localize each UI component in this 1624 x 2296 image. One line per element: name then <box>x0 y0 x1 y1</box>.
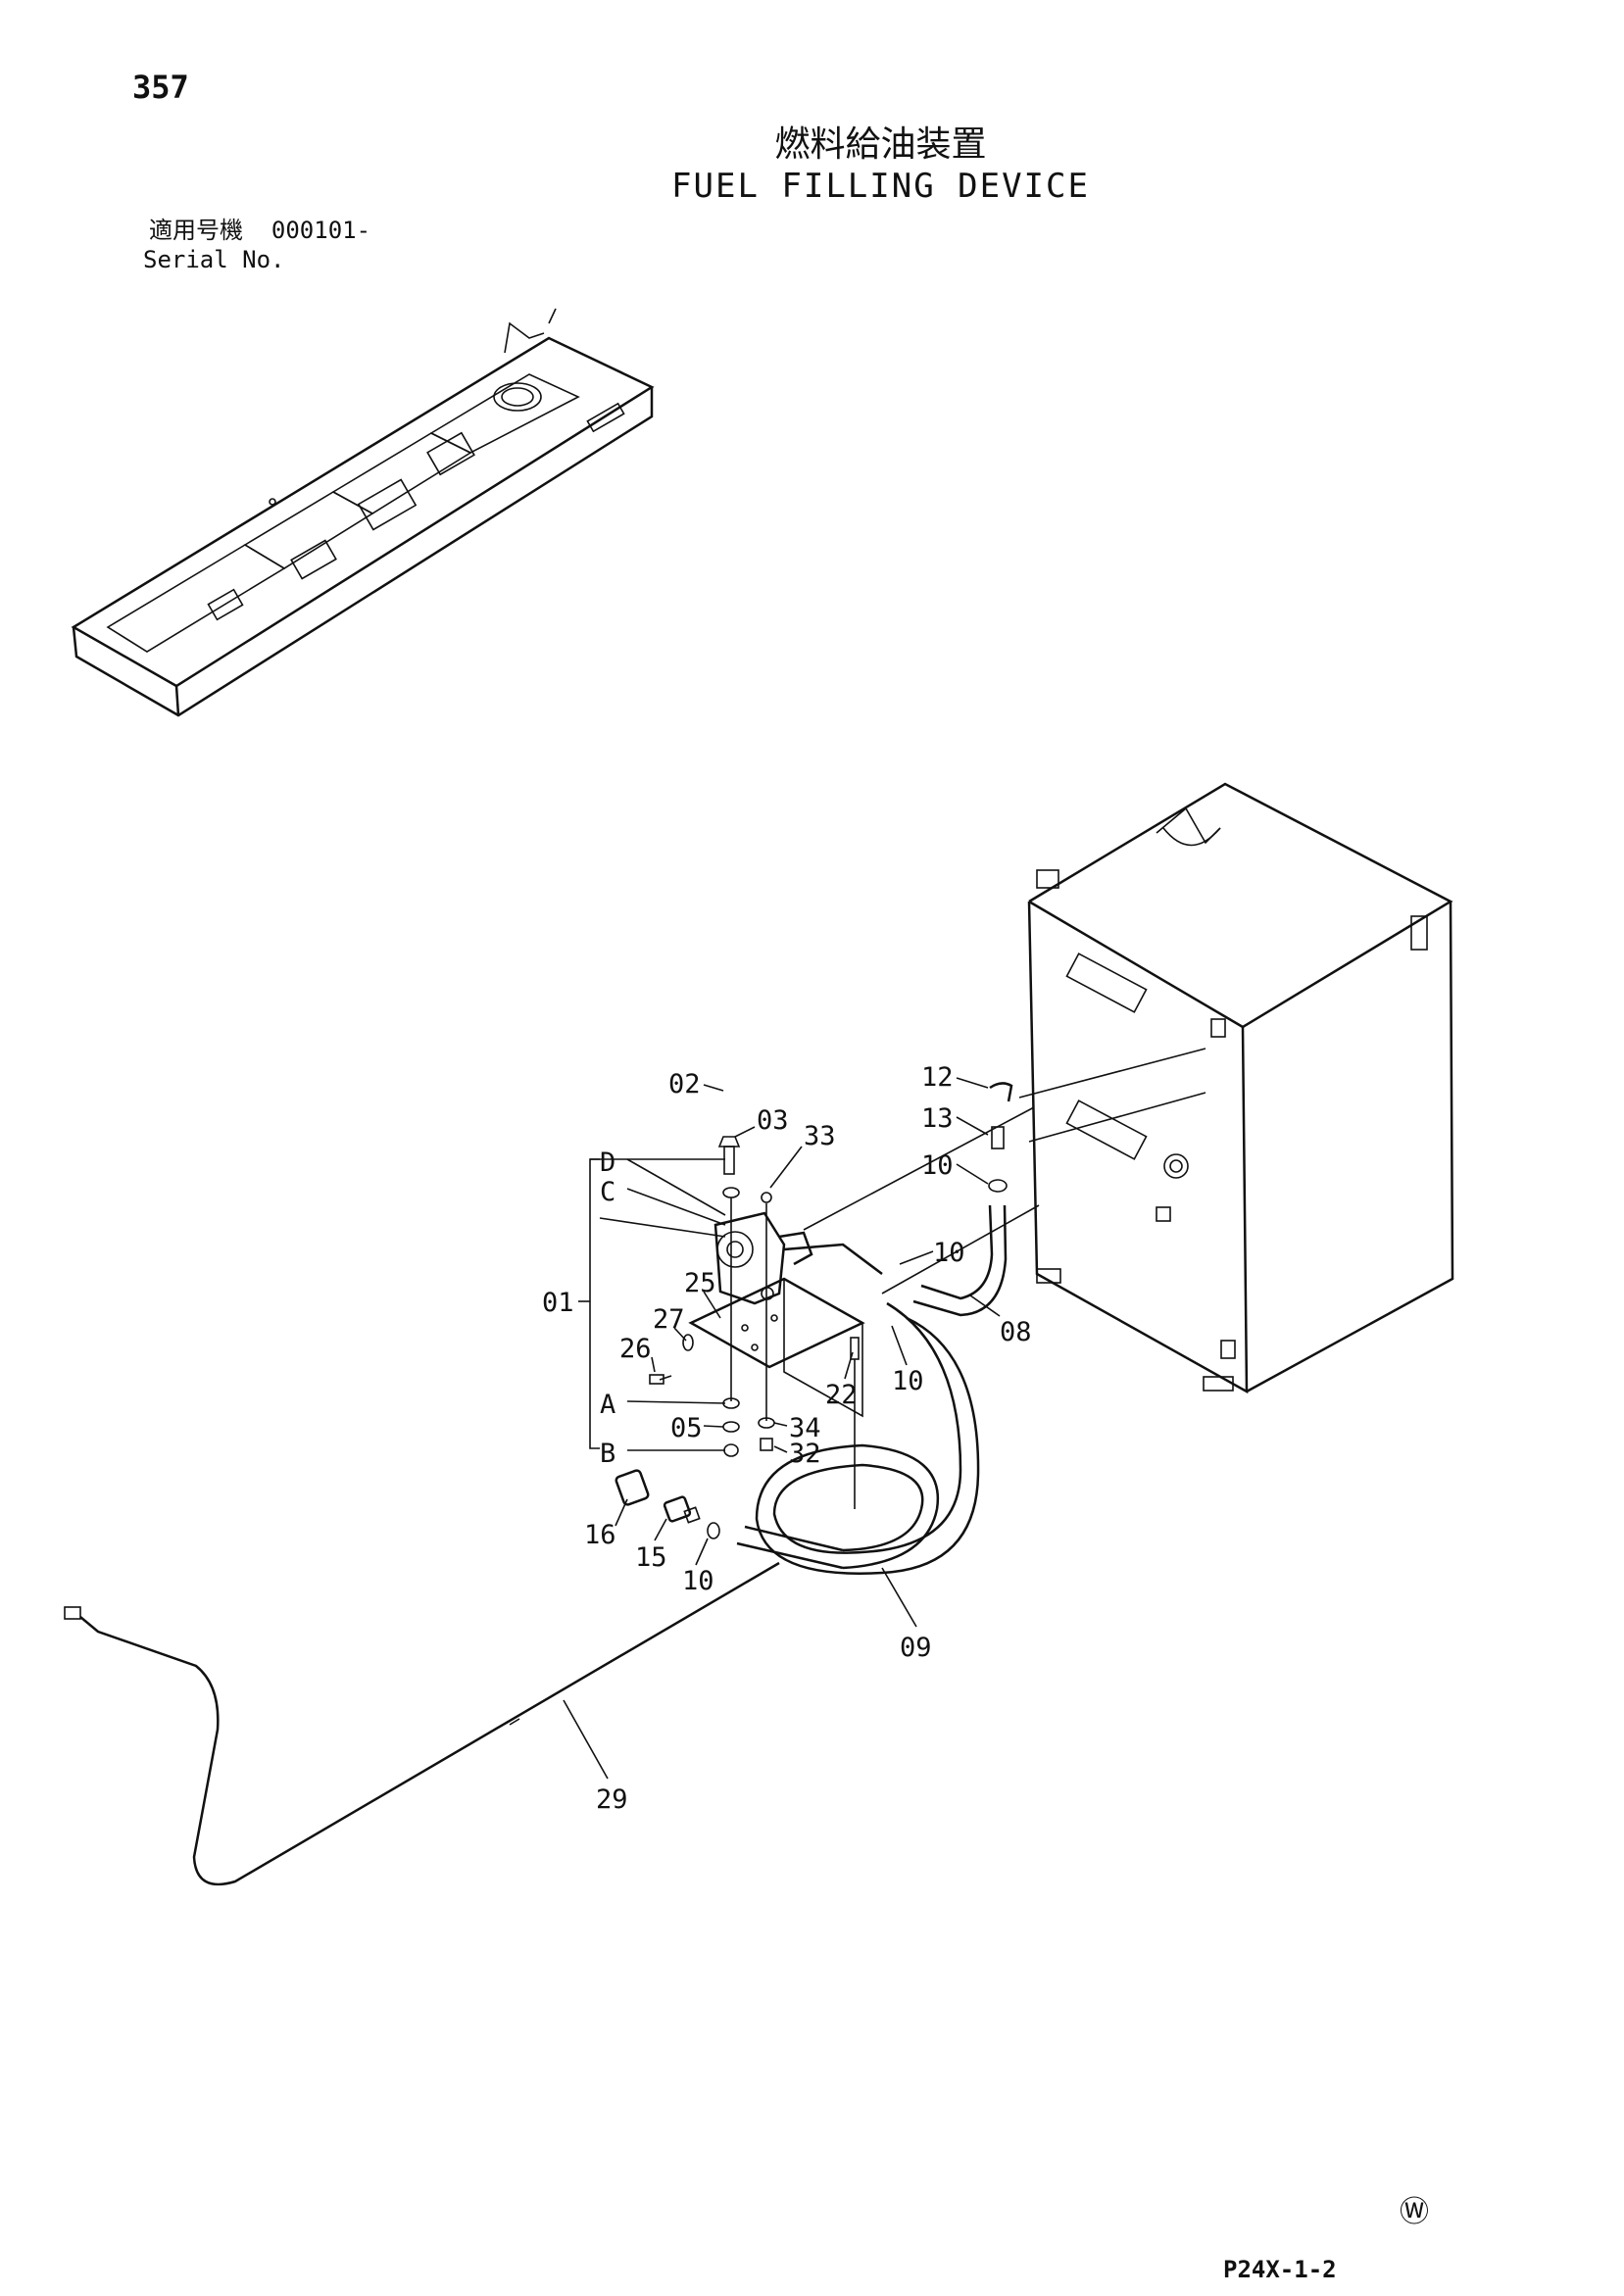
serial-row-jp: 適用号機 000101- <box>149 216 370 245</box>
callout-34: 34 <box>789 1413 821 1443</box>
wire-harness <box>64 1561 780 1886</box>
w-mark-icon: Ⓦ <box>1400 2195 1429 2229</box>
tank-fittings <box>803 1048 1206 1317</box>
serial-value: 000101- <box>271 217 371 244</box>
callout-29: 29 <box>596 1784 628 1815</box>
callout-08: 08 <box>1000 1317 1032 1347</box>
callout-C: C <box>600 1177 615 1207</box>
callout-01: 01 <box>542 1288 574 1318</box>
callout-D: D <box>600 1148 615 1178</box>
pump-assembly <box>649 1136 883 1509</box>
suction-hose <box>736 1301 980 1575</box>
callout-26: 26 <box>619 1334 652 1364</box>
callout-10-c: 10 <box>892 1366 924 1396</box>
callout-03: 03 <box>757 1105 789 1136</box>
callout-10-d: 10 <box>682 1566 714 1596</box>
leader-lines <box>563 1077 1001 1780</box>
callout-A: A <box>600 1390 615 1420</box>
callout-labels: 02 03 33 D C 25 01 27 26 A 05 34 B 32 22… <box>542 1062 1032 1815</box>
callout-15: 15 <box>635 1542 667 1573</box>
figure-code: P24X-1-2 <box>1223 2256 1337 2283</box>
callout-10-a: 10 <box>921 1150 954 1181</box>
title-japanese: 燃料給油装置 <box>774 124 987 165</box>
serial-label-en: Serial No. <box>143 246 285 273</box>
callout-22: 22 <box>825 1380 858 1410</box>
page-number: 357 <box>132 69 189 106</box>
nozzle-parts <box>615 1469 720 1539</box>
title-english: FUEL FILLING DEVICE <box>671 167 1090 206</box>
callout-12: 12 <box>921 1062 954 1093</box>
callout-25: 25 <box>684 1268 716 1298</box>
callout-16: 16 <box>584 1520 616 1550</box>
callout-32: 32 <box>789 1439 821 1469</box>
callout-02: 02 <box>668 1069 701 1099</box>
callout-09: 09 <box>900 1633 932 1663</box>
fuel-tank <box>1027 782 1454 1394</box>
assembly-bracket <box>578 1158 725 1449</box>
callout-10-b: 10 <box>933 1238 965 1268</box>
serial-label-jp: 適用号機 <box>149 217 243 244</box>
callout-05: 05 <box>670 1413 703 1443</box>
callout-33: 33 <box>804 1121 836 1151</box>
callout-27: 27 <box>653 1304 685 1335</box>
overview-frame <box>71 308 655 717</box>
serial-block: 適用号機 000101- Serial No. <box>143 216 370 274</box>
callout-B: B <box>600 1439 615 1469</box>
callout-13: 13 <box>921 1103 954 1134</box>
